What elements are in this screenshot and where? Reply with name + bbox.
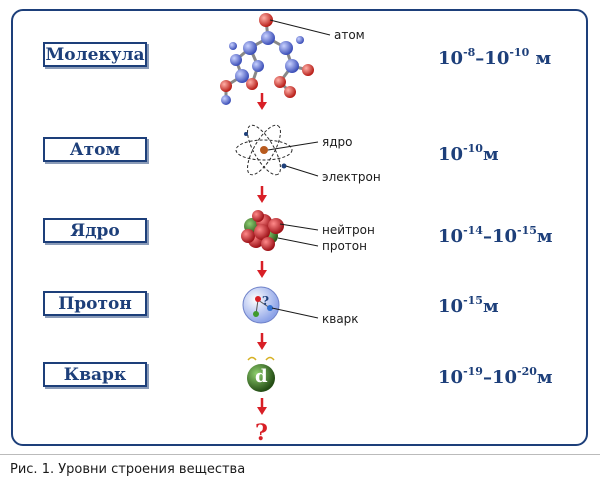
caption-divider [0, 454, 600, 455]
atom-model [235, 124, 293, 176]
electron-pointer-line [285, 165, 319, 177]
proton-pointer-line [277, 237, 319, 247]
electron-dot [244, 132, 248, 136]
level-box-molecule: Молекула [43, 42, 147, 67]
nucleus-model [241, 210, 284, 251]
figure-caption: Рис. 1. Уровни строения вещества [10, 462, 246, 477]
molecule-atoms [220, 13, 314, 105]
unknown-level-mark: ? [255, 420, 268, 446]
quark-model [247, 356, 275, 392]
size-proton: 10-15м [438, 294, 499, 317]
level-name: Протон [58, 293, 132, 314]
quark-pointer-line [271, 307, 319, 319]
diagram-frame [11, 9, 588, 446]
nucleus-pointer-line [267, 141, 319, 151]
neutron-pointer-line [279, 223, 319, 231]
label-proton: протон [322, 239, 367, 253]
illustrations: ? [220, 13, 331, 415]
atom-pointer-line [269, 19, 331, 36]
arrows [257, 93, 267, 415]
label-neutron: нейтрон [322, 223, 375, 237]
level-box-quark: Кварк [43, 362, 147, 387]
size-quark: 10-19–10-20м [438, 365, 553, 388]
electron-dot [281, 163, 287, 169]
level-box-proton: Протон [43, 291, 147, 316]
level-name: Ядро [70, 220, 120, 241]
size-molecule: 10-8–10-10 м [438, 46, 552, 69]
svg-text:?: ? [262, 294, 269, 308]
level-box-nucleus: Ядро [43, 218, 147, 243]
label-nucleus: ядро [322, 135, 353, 149]
atom-nucleus [260, 146, 268, 154]
level-name: Кварк [63, 364, 127, 385]
label-quark: кварк [322, 312, 359, 326]
label-electron: электрон [322, 170, 381, 184]
level-name: Молекула [45, 44, 145, 65]
quark-letter: d [255, 366, 268, 387]
label-atom: атом [334, 28, 365, 42]
size-atom: 10-10м [438, 142, 499, 165]
level-name: Атом [69, 139, 121, 160]
size-nucleus: 10-14–10-15м [438, 224, 553, 247]
proton-model: ? [242, 286, 280, 324]
level-box-atom: Атом [43, 137, 147, 162]
